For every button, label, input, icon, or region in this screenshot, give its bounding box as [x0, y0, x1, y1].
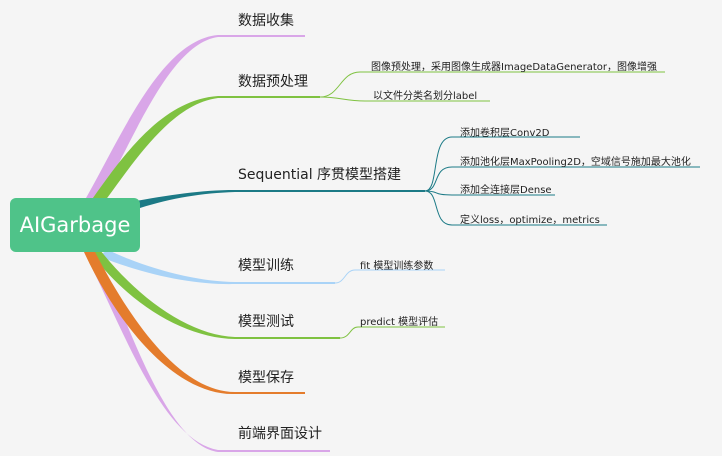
subtopic-test-1[interactable]: predict 模型评估 — [360, 317, 439, 328]
subtopic-sequential-4[interactable]: 定义loss，optimize，metrics — [460, 215, 600, 226]
branch-label-frontend[interactable]: 前端界面设计 — [238, 426, 322, 442]
connector-test-1 — [339, 326, 445, 339]
branch-label-test[interactable]: 模型测试 — [238, 314, 294, 330]
branch-ribbon-save — [84, 250, 305, 395]
subtopic-preprocess-1[interactable]: 图像预处理，采用图像生成器ImageDataGenerator，图像增强 — [371, 62, 657, 73]
root-node[interactable]: AIGarbage — [10, 198, 140, 252]
subtopic-train-1[interactable]: fit 模型训练参数 — [360, 261, 434, 272]
branch-ribbon-train — [98, 250, 335, 285]
branch-label-sequential[interactable]: Sequential 序贯模型搭建 — [238, 167, 402, 183]
subtopic-sequential-2[interactable]: 添加池化层MaxPooling2D，空域信号施加最大池化 — [460, 157, 691, 168]
branch-label-train[interactable]: 模型训练 — [238, 258, 294, 274]
subtopic-sequential-3[interactable]: 添加全连接层Dense — [460, 185, 552, 196]
connector-preprocess-1 — [319, 71, 665, 98]
connector-train-1 — [334, 269, 445, 284]
branch-ribbon-preprocess — [88, 96, 320, 205]
connector-sequential-1 — [424, 136, 580, 192]
branch-label-collect[interactable]: 数据收集 — [238, 13, 294, 29]
connector-preprocess-2 — [319, 96, 490, 102]
branch-ribbon-frontend — [82, 248, 330, 452]
subtopic-preprocess-2[interactable]: 以文件分类名划分label — [373, 91, 478, 102]
branch-ribbon-test — [90, 250, 340, 339]
connector-sequential-2 — [424, 166, 700, 192]
connector-sequential-4 — [424, 190, 607, 226]
branch-label-preprocess[interactable]: 数据预处理 — [238, 74, 308, 90]
branch-label-save[interactable]: 模型保存 — [238, 370, 294, 386]
connector-sequential-3 — [424, 190, 555, 196]
subtopic-sequential-1[interactable]: 添加卷积层Conv2D — [460, 128, 550, 139]
branch-ribbon-sequential — [130, 190, 425, 208]
